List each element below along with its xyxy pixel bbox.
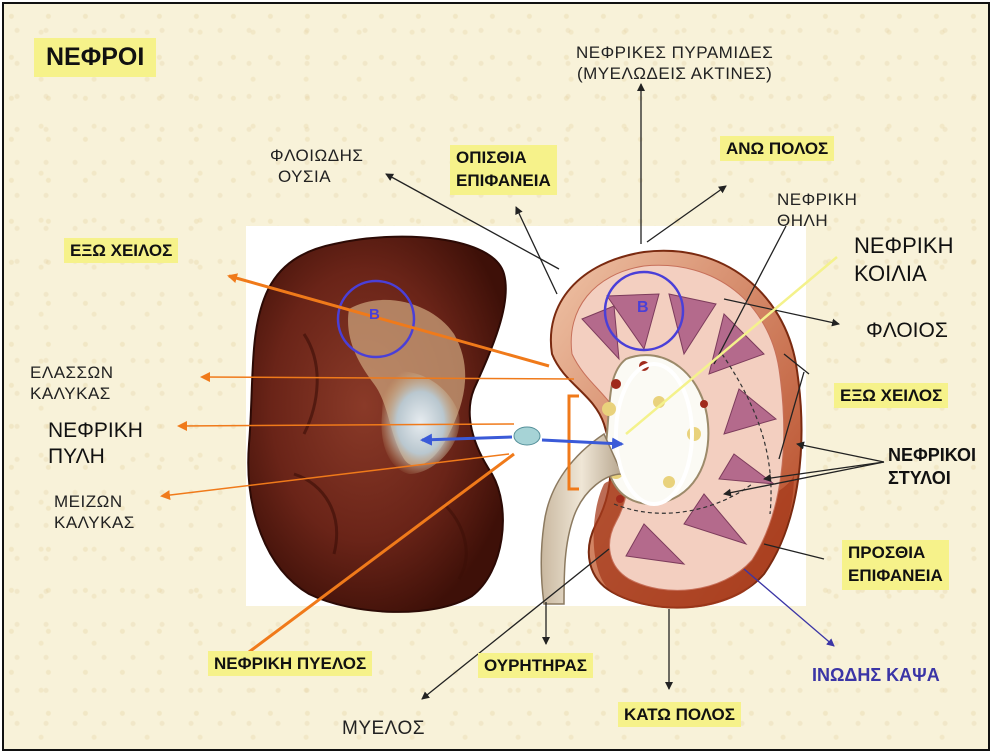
- label-cortical-substance: ΦΛΟΙΩΔΗΣ ΟΥΣΙΑ: [270, 145, 363, 188]
- label-lower-pole: ΚΑΤΩ ΠΟΛΟΣ: [618, 702, 741, 727]
- label-outer-lip-right: ΕΞΩ ΧΕΙΛΟΣ: [834, 383, 948, 408]
- label-renal-columns: ΝΕΦΡΙΚΟΙ ΣΤΥΛΟΙ: [888, 444, 976, 489]
- label-renal-pyramids: ΝΕΦΡΙΚΕΣ ΠΥΡΑΜΙΔΕΣ (ΜΥΕΛΩΔΕΙΣ ΑΚΤΙΝΕΣ): [576, 42, 773, 85]
- label-major-calyx: ΜΕΙΖΩΝ ΚΑΛΥΚΑΣ: [54, 491, 135, 534]
- label-ureter: ΟΥΡΗΤΗΡΑΣ: [478, 653, 593, 678]
- page-title: ΝΕΦΡΟΙ: [34, 38, 156, 77]
- marker-b-left: B: [369, 306, 380, 325]
- marker-b-right: B: [637, 298, 649, 318]
- label-cortex: ΦΛΟΙΟΣ: [866, 318, 948, 344]
- label-renal-papilla: ΝΕΦΡΙΚΗ ΘΗΛΗ: [777, 189, 857, 232]
- label-outer-lip-left: ΕΞΩ ΧΕΙΛΟΣ: [64, 238, 178, 263]
- label-renal-pelvis: ΝΕΦΡΙΚΗ ΠΥΕΛΟΣ: [208, 651, 372, 676]
- kidney-illustration: [4, 4, 992, 753]
- label-upper-pole: ΑΝΩ ΠΟΛΟΣ: [720, 136, 834, 161]
- label-renal-sinus: ΝΕΦΡΙΚΗ ΚΟΙΛΙΑ: [854, 232, 953, 287]
- label-anterior-surface: ΠΡΟΣΘΙΑ ΕΠΙΦΑΝΕΙΑ: [842, 540, 949, 590]
- label-posterior-surface: ΟΠΙΣΘΙΑ ΕΠΙΦΑΝΕΙΑ: [450, 145, 557, 195]
- label-medulla: ΜΥΕΛΟΣ: [342, 717, 425, 741]
- label-renal-hilum: ΝΕΦΡΙΚΗ ΠΥΛΗ: [48, 418, 143, 471]
- label-fibrous-capsule: ΙΝΩΔΗΣ ΚΑΨΑ: [812, 664, 940, 687]
- label-minor-calyx: ΕΛΑΣΣΩΝ ΚΑΛΥΚΑΣ: [30, 362, 114, 405]
